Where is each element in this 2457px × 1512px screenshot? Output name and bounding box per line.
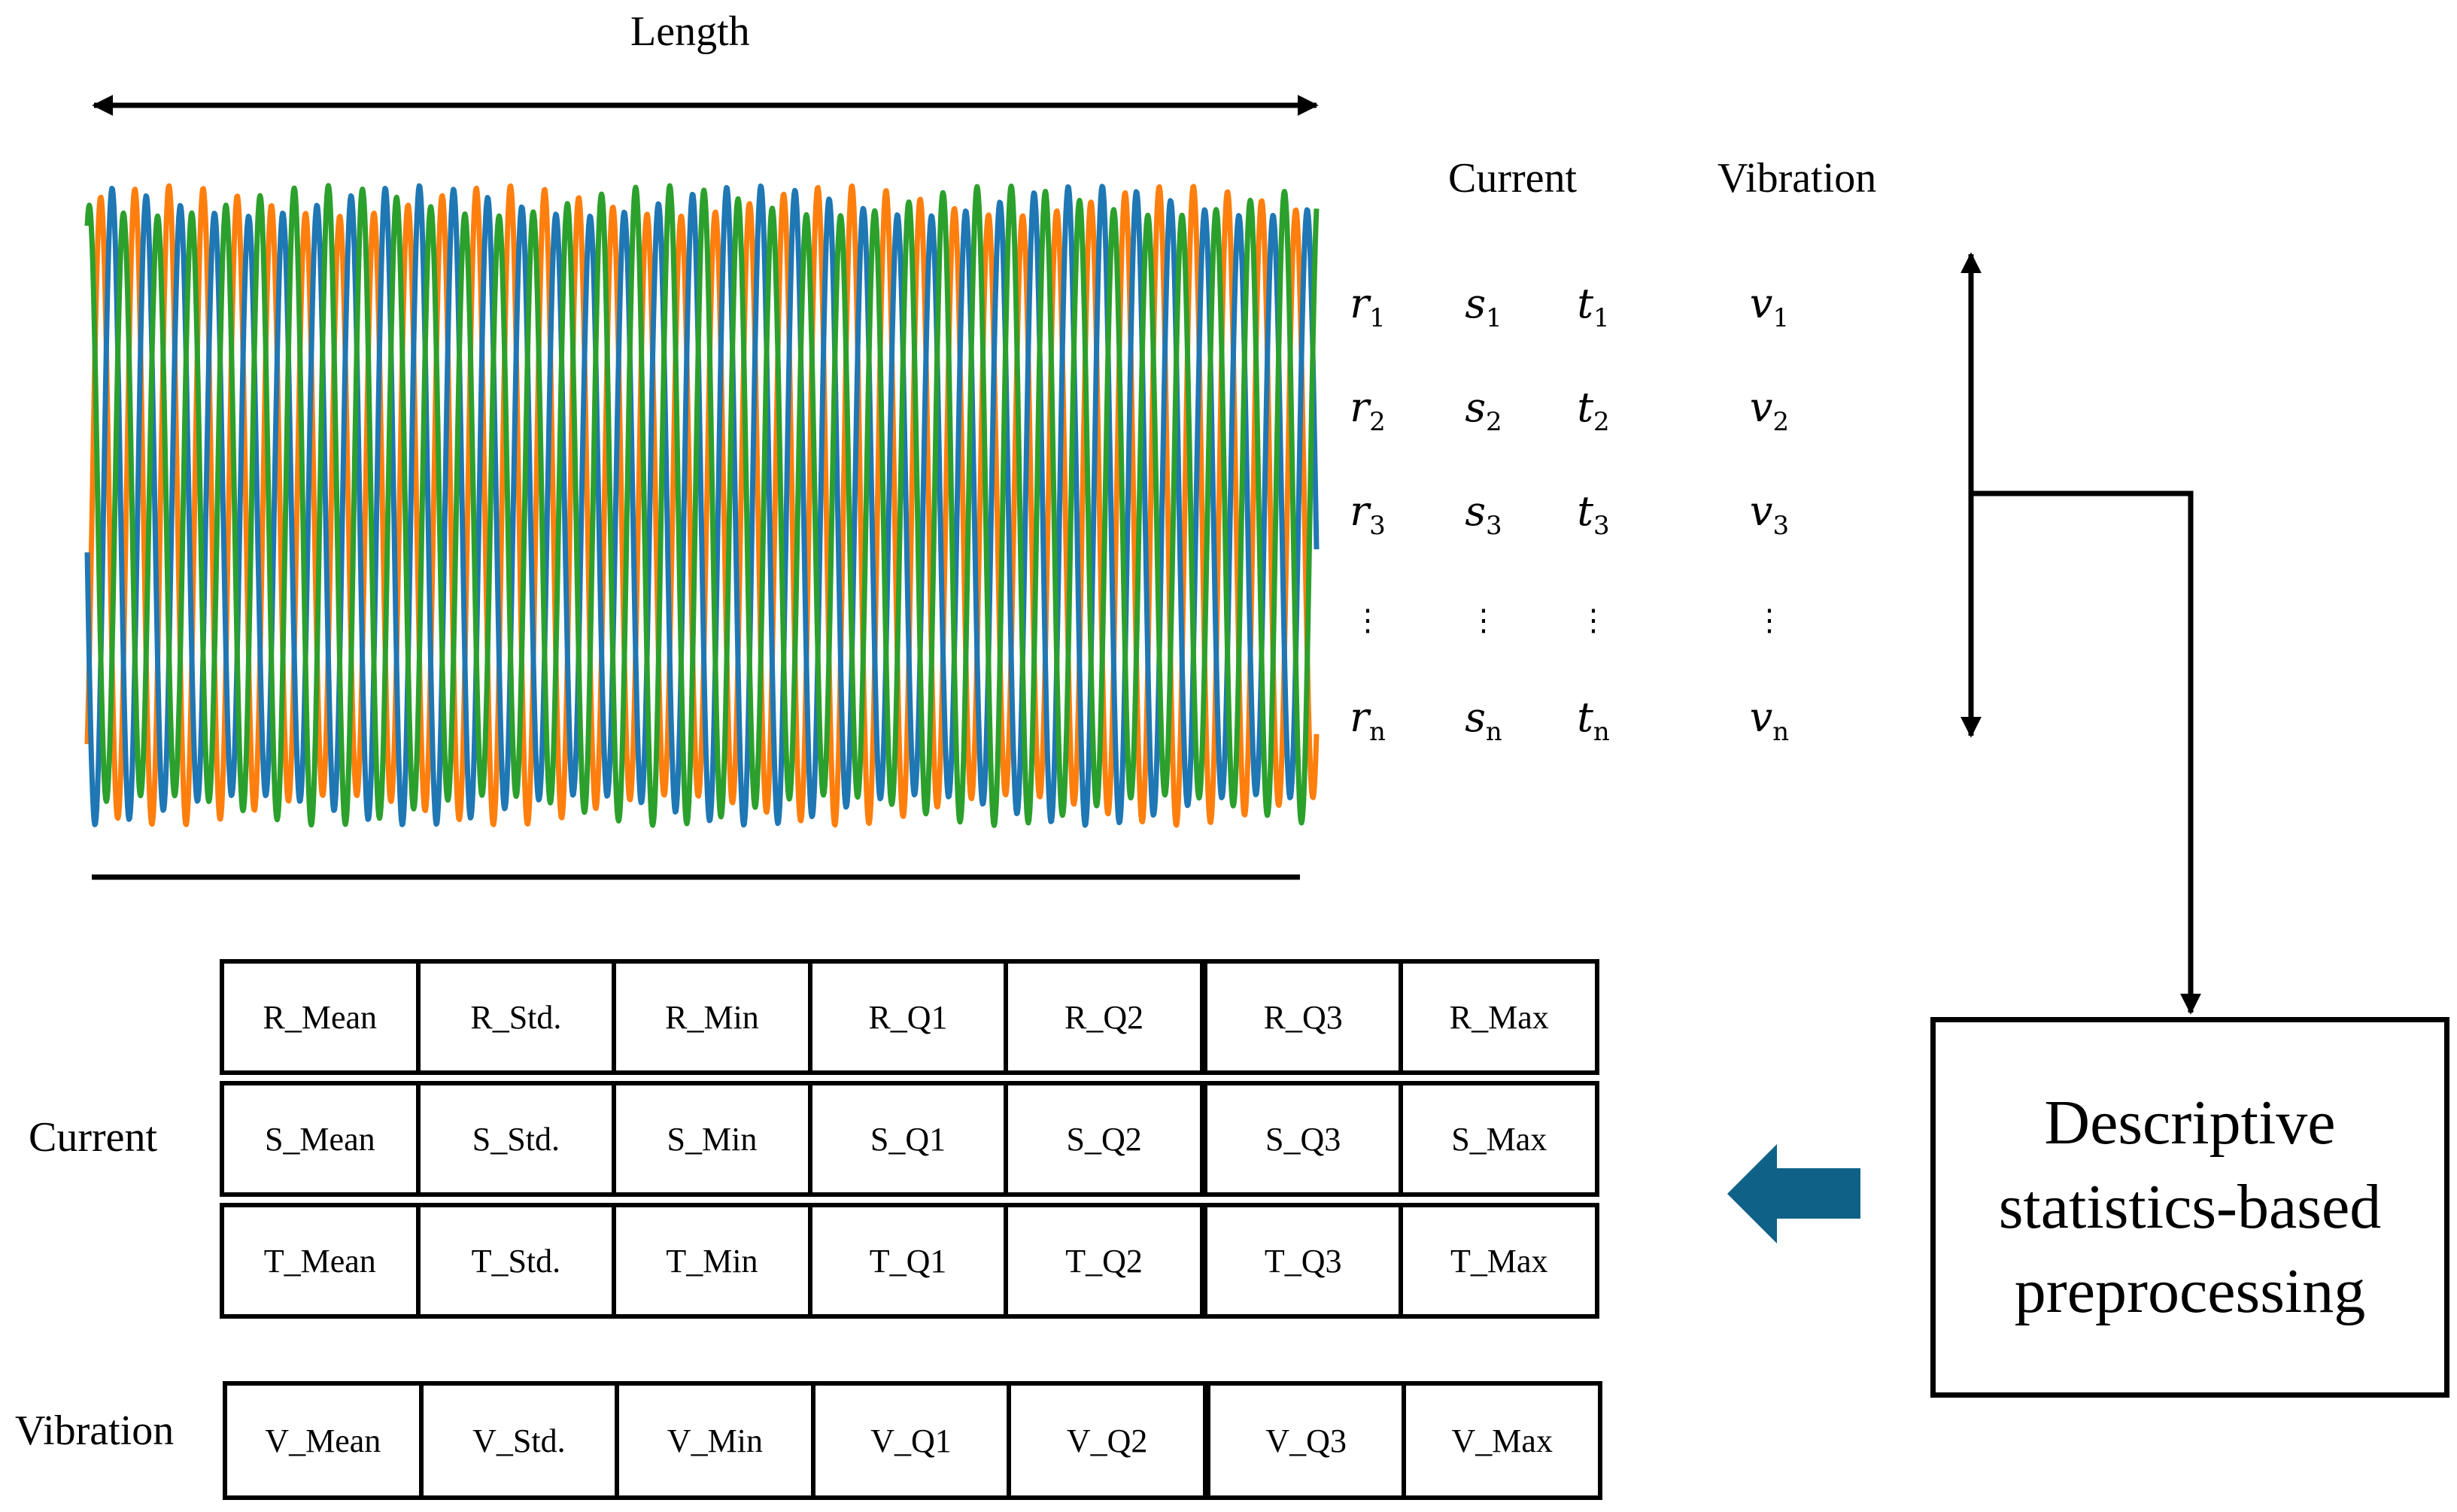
current-column-header: Current xyxy=(1448,155,1578,202)
feature-cell: R_Q2 xyxy=(1008,964,1207,1070)
symbol-base: s xyxy=(1465,280,1487,327)
connector-to-process xyxy=(1971,490,2201,1015)
feature-cell: V_Std. xyxy=(424,1386,620,1495)
feature-cell: S_Q1 xyxy=(812,1085,1009,1192)
feature-cell: R_Q3 xyxy=(1207,964,1404,1070)
feature-cell: R_Min xyxy=(616,964,812,1070)
symbol-base: t xyxy=(1577,694,1593,741)
feature-cell: V_Max xyxy=(1406,1386,1603,1495)
symbol-base: t xyxy=(1577,280,1594,327)
feature-cell: V_Mean xyxy=(227,1386,424,1495)
feature-cell: S_Q2 xyxy=(1008,1085,1207,1192)
feature-cell: T_Q1 xyxy=(812,1207,1009,1314)
sample-symbol-s-2: s2 xyxy=(1435,384,1532,437)
feature-cell: V_Q1 xyxy=(815,1386,1012,1495)
symbol-base: s xyxy=(1465,487,1487,535)
symbol-base: v xyxy=(1749,487,1773,535)
vertical-ellipsis: ⋮ xyxy=(1578,603,1608,638)
preprocessing-label: Descriptive statistics-based preprocessi… xyxy=(1998,1088,2382,1326)
feature-cell: V_Min xyxy=(619,1386,815,1495)
symbol-subscript: n xyxy=(1593,716,1610,747)
symbol-base: t xyxy=(1577,384,1594,431)
symbol-base: v xyxy=(1749,280,1773,327)
feature-cell: T_Mean xyxy=(224,1207,421,1314)
symbol-subscript: n xyxy=(1772,716,1790,747)
feature-cell: T_Q3 xyxy=(1207,1207,1404,1314)
symbol-subscript: 3 xyxy=(1593,510,1610,541)
symbol-subscript: 1 xyxy=(1593,302,1610,333)
vertical-ellipsis: ⋮ xyxy=(1468,603,1499,638)
symbol-subscript: 2 xyxy=(1593,406,1610,437)
symbol-base: s xyxy=(1465,694,1486,741)
symbol-base: r xyxy=(1350,280,1370,327)
symbol-base: r xyxy=(1350,487,1370,535)
feature-cell: S_Max xyxy=(1403,1085,1600,1192)
sample-symbol-v-1: v1 xyxy=(1721,280,1818,333)
sample-symbol-t-1: t1 xyxy=(1544,280,1642,333)
symbol-base: s xyxy=(1465,384,1487,431)
feature-cell: R_Q1 xyxy=(812,964,1009,1070)
symbol-subscript: 3 xyxy=(1486,510,1502,541)
waveform-phase-r xyxy=(84,183,1320,828)
sample-symbol-s-3: s3 xyxy=(1435,487,1532,541)
preprocessing-box: Descriptive statistics-based preprocessi… xyxy=(1930,1017,2449,1398)
feature-cell: T_Min xyxy=(616,1207,812,1314)
current-side-label: Current xyxy=(29,1114,158,1161)
feature-cell: R_Mean xyxy=(224,964,421,1070)
sample-symbol-v-n: vn xyxy=(1721,694,1818,747)
sample-symbol-s-n: sn xyxy=(1435,694,1532,747)
vertical-ellipsis: ⋮ xyxy=(1754,603,1784,638)
symbol-base: v xyxy=(1749,694,1773,741)
symbol-subscript: 1 xyxy=(1486,302,1502,333)
symbol-subscript: n xyxy=(1485,716,1502,747)
vibration-side-label: Vibration xyxy=(15,1407,175,1454)
sample-symbol-t-2: t2 xyxy=(1544,384,1642,437)
symbol-subscript: n xyxy=(1368,716,1386,747)
symbol-base: r xyxy=(1350,384,1370,431)
symbol-subscript: 2 xyxy=(1772,406,1790,437)
feature-cell: R_Std. xyxy=(421,964,617,1070)
symbol-subscript: 3 xyxy=(1369,510,1386,541)
feature-cell: T_Q2 xyxy=(1008,1207,1207,1314)
symbol-subscript: 3 xyxy=(1772,510,1790,541)
symbol-subscript: 1 xyxy=(1772,302,1790,333)
waveform-phase-t xyxy=(84,183,1320,828)
symbol-subscript: 2 xyxy=(1369,406,1386,437)
vibration-column-header: Vibration xyxy=(1717,155,1877,202)
sample-symbol-r-2: r2 xyxy=(1319,384,1417,437)
sample-symbol-r-1: r1 xyxy=(1319,280,1417,333)
feature-cell: S_Q3 xyxy=(1207,1085,1404,1192)
output-arrow-icon xyxy=(1727,1144,1860,1243)
sample-symbol-t-n: tn xyxy=(1544,694,1642,747)
length-label: Length xyxy=(630,8,750,55)
feature-cell: T_Std. xyxy=(421,1207,617,1314)
feature-cell: T_Max xyxy=(1403,1207,1600,1314)
feature-cell: S_Std. xyxy=(421,1085,617,1192)
feature-cell: R_Max xyxy=(1403,964,1600,1070)
symbol-subscript: 1 xyxy=(1369,302,1386,333)
feature-cell: V_Q2 xyxy=(1011,1386,1210,1495)
sample-symbol-s-1: s1 xyxy=(1435,280,1532,333)
symbol-base: v xyxy=(1749,384,1773,431)
sample-symbol-r-3: r3 xyxy=(1319,487,1417,541)
symbol-subscript: 2 xyxy=(1486,406,1502,437)
feature-cell: S_Mean xyxy=(224,1085,421,1192)
waveform-phase-s xyxy=(84,183,1320,828)
feature-cell: S_Min xyxy=(616,1085,812,1192)
sample-symbol-r-n: rn xyxy=(1319,694,1417,747)
sample-symbol-v-2: v2 xyxy=(1721,384,1818,437)
symbol-base: r xyxy=(1350,694,1369,741)
sample-symbol-t-3: t3 xyxy=(1544,487,1642,541)
sample-symbol-v-3: v3 xyxy=(1721,487,1818,541)
feature-cell: V_Q3 xyxy=(1210,1386,1407,1495)
symbol-base: t xyxy=(1577,487,1594,535)
vertical-ellipsis: ⋮ xyxy=(1353,603,1383,638)
